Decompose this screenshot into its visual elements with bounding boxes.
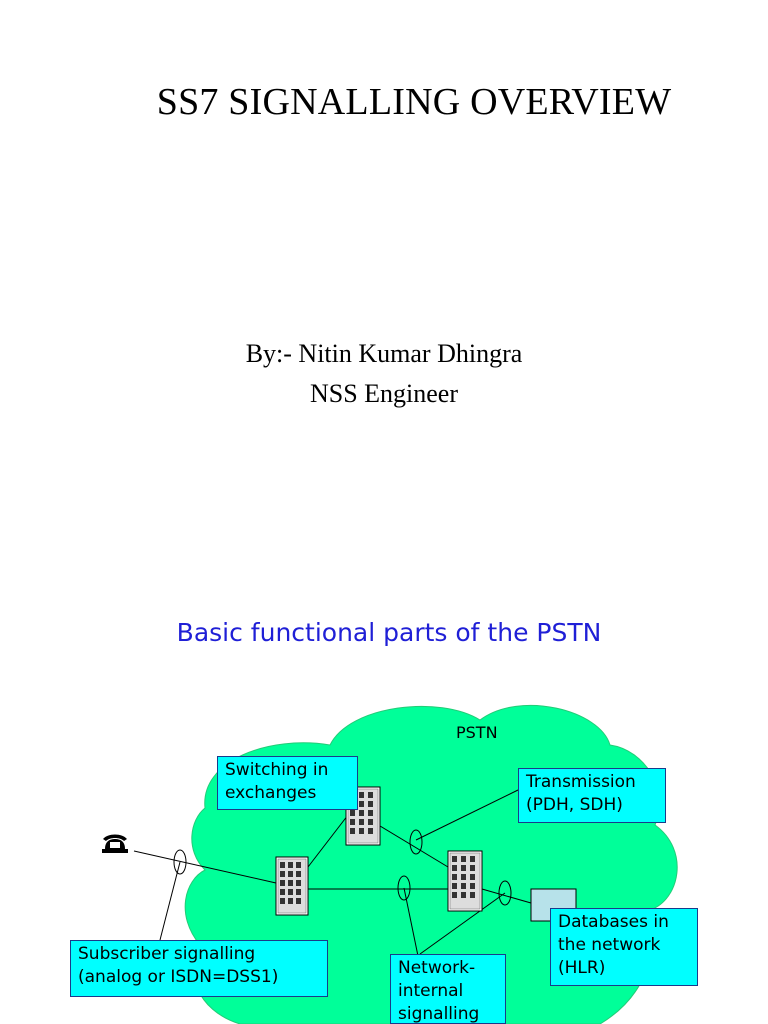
pstn-label: PSTN (456, 723, 498, 742)
callout-transmission: Transmission (PDH, SDH) (518, 768, 666, 823)
callout-network-internal: Network- internal signalling (390, 954, 506, 1024)
callout-line: (PDH, SDH) (526, 795, 623, 815)
callout-line: the network (558, 935, 661, 955)
callout-line: Databases in (558, 912, 669, 932)
callout-line: exchanges (225, 783, 317, 803)
callout-line: Transmission (526, 772, 636, 792)
exchange-icon (275, 856, 309, 916)
network-links (133, 789, 532, 957)
callout-subscriber: Subscriber signalling (analog or ISDN=DS… (70, 940, 328, 997)
telephone-icon (102, 834, 128, 853)
callout-line: Network- (398, 958, 476, 978)
author-role: NSS Engineer (309, 379, 459, 408)
author-name: By:- Nitin Kumar Dhingra (245, 339, 523, 368)
callout-line: Subscriber signalling (78, 944, 256, 964)
callout-line: Switching in (225, 760, 329, 780)
callout-switching: Switching in exchanges (217, 756, 358, 810)
callout-line: (HLR) (558, 958, 606, 978)
diagram-title: Basic functional parts of the PSTN (176, 618, 602, 647)
author-block: By:- Nitin Kumar Dhingra NSS Engineer (0, 334, 768, 414)
callout-line: signalling (398, 1004, 480, 1024)
callout-line: internal (398, 981, 464, 1001)
callout-line: (analog or ISDN=DSS1) (78, 967, 279, 987)
exchange-icon (447, 850, 483, 912)
slide-title: SS7 SIGNALLING OVERVIEW (156, 81, 672, 123)
callout-databases: Databases in the network (HLR) (550, 908, 698, 986)
